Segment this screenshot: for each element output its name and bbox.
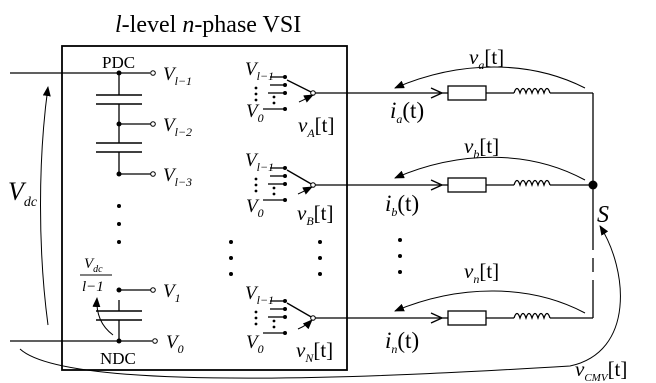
- svg-text:Vl−1: Vl−1: [245, 150, 274, 174]
- switch-group-b: Vl−1 V0 vB[t]: [245, 150, 334, 228]
- level-label-l3: Vl−3: [163, 165, 192, 189]
- neutral-node: S: [588, 93, 609, 318]
- phase-current-b: ib(t): [385, 191, 419, 219]
- phase-current-n: in(t): [385, 328, 419, 356]
- vsi-box: [61, 45, 348, 371]
- svg-text:V0: V0: [246, 332, 264, 356]
- phase-current-a: ia(t): [390, 98, 424, 126]
- level-label-0: V0: [166, 332, 184, 356]
- svg-text:V0: V0: [246, 101, 264, 125]
- svg-text:Vl−1: Vl−1: [245, 283, 274, 307]
- phase-voltage-n: vn[t]: [464, 259, 499, 286]
- svg-text:l−1: l−1: [82, 279, 104, 295]
- vdc-arrow: [40, 86, 51, 326]
- svg-text:Vl−1: Vl−1: [245, 59, 274, 83]
- level-label-l1: Vl−1: [163, 64, 192, 88]
- switch-group-n: Vl−1 V0 vN[t]: [245, 283, 333, 365]
- leg-voltage-n: vN[t]: [296, 338, 333, 365]
- cmv-label: vCMV[t]: [575, 357, 627, 383]
- leg-voltage-a: vA[t]: [298, 113, 335, 140]
- svg-text:V0: V0: [246, 196, 264, 220]
- pdc-label: PDC: [102, 53, 135, 72]
- phase-voltage-b: vb[t]: [464, 134, 499, 161]
- phase-ellipsis: [229, 238, 402, 276]
- load-branch-n: vn[t] in(t): [315, 259, 593, 356]
- neutral-label: S: [597, 202, 609, 228]
- cmv-arrow: [19, 225, 621, 379]
- level-label-1: V1: [163, 281, 181, 305]
- ndc-label: NDC: [100, 349, 136, 368]
- vdc-label: Vdc: [8, 177, 38, 210]
- level-label-l2: Vl−2: [163, 115, 192, 139]
- switch-group-a: Vl−1 V0 vA[t]: [245, 59, 335, 140]
- phase-voltage-a: va[t]: [469, 45, 504, 72]
- load-branch-b: vb[t] ib(t): [315, 134, 593, 219]
- load-branch-a: va[t] ia(t): [315, 45, 593, 126]
- diagram-title: l-level n-phase VSI: [115, 12, 301, 38]
- cell-voltage-fraction: Vdc l−1: [80, 256, 114, 336]
- leg-voltage-b: vB[t]: [297, 201, 334, 228]
- svg-text:Vdc: Vdc: [84, 256, 103, 275]
- dc-link: PDC NDC Vl−1: [10, 53, 192, 368]
